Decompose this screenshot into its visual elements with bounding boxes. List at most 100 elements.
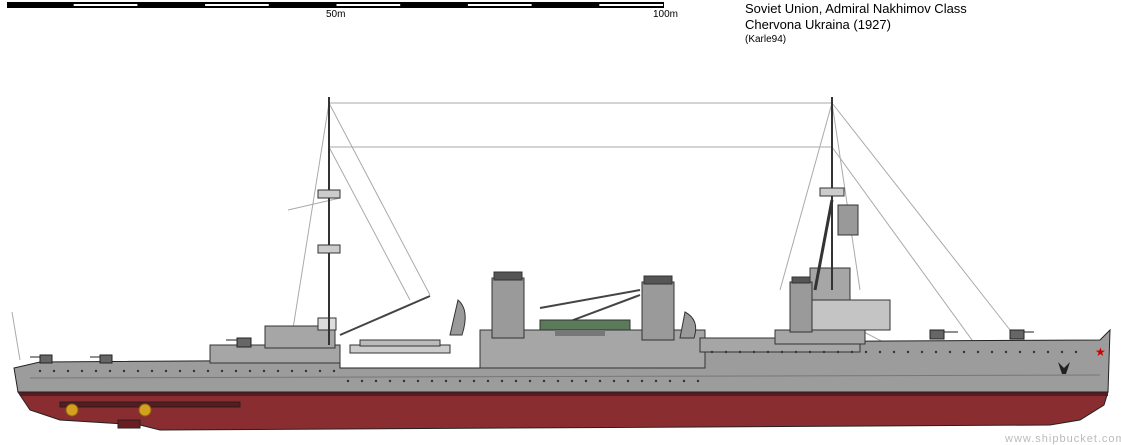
- porthole: [1060, 350, 1064, 354]
- porthole: [430, 379, 434, 383]
- porthole: [122, 369, 126, 373]
- porthole: [766, 350, 770, 354]
- porthole: [1018, 350, 1022, 354]
- porthole: [136, 369, 140, 373]
- porthole: [80, 369, 84, 373]
- propellers: [59, 401, 241, 429]
- porthole: [304, 369, 308, 373]
- porthole: [584, 379, 588, 383]
- watermark: www.shipbucket.com: [1005, 433, 1121, 445]
- porthole: [486, 379, 490, 383]
- porthole: [318, 369, 322, 373]
- porthole: [892, 350, 896, 354]
- porthole: [962, 350, 966, 354]
- author-credit: (Karle94): [745, 34, 787, 45]
- porthole: [388, 379, 392, 383]
- porthole: [696, 379, 700, 383]
- scale-bar-segment: [599, 4, 663, 6]
- porthole: [878, 350, 882, 354]
- porthole: [668, 379, 672, 383]
- porthole: [682, 379, 686, 383]
- scale-label-100m: 100m: [653, 9, 679, 20]
- funnel-1: [491, 277, 525, 339]
- porthole: [710, 350, 714, 354]
- porthole: [234, 369, 238, 373]
- porthole: [822, 350, 826, 354]
- porthole: [192, 369, 196, 373]
- porthole: [542, 379, 546, 383]
- porthole: [332, 369, 336, 373]
- funnels: [449, 271, 813, 341]
- porthole: [458, 379, 462, 383]
- bow-emblem: [1058, 362, 1070, 374]
- porthole: [94, 369, 98, 373]
- porthole: [206, 369, 210, 373]
- porthole: [1046, 350, 1050, 354]
- funnel-2: [641, 281, 675, 341]
- porthole: [360, 379, 364, 383]
- porthole: [164, 369, 168, 373]
- porthole: [934, 350, 938, 354]
- scale-bar-segment: [467, 4, 532, 6]
- porthole: [178, 369, 182, 373]
- porthole: [906, 350, 910, 354]
- scale-bar-segment: [336, 4, 401, 6]
- portholes: [38, 350, 1078, 383]
- porthole: [626, 379, 630, 383]
- seaplane: [539, 319, 631, 336]
- porthole: [836, 350, 840, 354]
- porthole: [500, 379, 504, 383]
- funnel-3: [789, 281, 813, 333]
- porthole: [346, 379, 350, 383]
- porthole: [444, 379, 448, 383]
- porthole: [402, 379, 406, 383]
- porthole: [262, 369, 266, 373]
- porthole: [1032, 350, 1036, 354]
- porthole: [738, 350, 742, 354]
- porthole: [780, 350, 784, 354]
- porthole: [556, 379, 560, 383]
- porthole: [52, 369, 56, 373]
- porthole: [864, 350, 868, 354]
- porthole: [290, 369, 294, 373]
- boot-topping: [18, 392, 1108, 396]
- scale-label-50m: 50m: [326, 9, 346, 20]
- porthole: [472, 379, 476, 383]
- hull-strake: [29, 374, 1101, 379]
- porthole: [66, 369, 70, 373]
- porthole: [752, 350, 756, 354]
- red-star-icon: ★: [1095, 345, 1106, 359]
- porthole: [612, 379, 616, 383]
- porthole: [1074, 350, 1078, 354]
- porthole: [108, 369, 112, 373]
- porthole: [598, 379, 602, 383]
- porthole: [920, 350, 924, 354]
- porthole: [570, 379, 574, 383]
- porthole: [976, 350, 980, 354]
- porthole: [640, 379, 644, 383]
- mast-platforms: [317, 187, 859, 254]
- hull-lower-red: [17, 391, 1109, 431]
- porthole: [850, 350, 854, 354]
- porthole: [724, 350, 728, 354]
- scale-bar: [7, 2, 664, 8]
- porthole: [528, 379, 532, 383]
- porthole: [374, 379, 378, 383]
- porthole: [220, 369, 224, 373]
- porthole: [514, 379, 518, 383]
- porthole: [248, 369, 252, 373]
- porthole: [416, 379, 420, 383]
- porthole: [990, 350, 994, 354]
- porthole: [150, 369, 154, 373]
- porthole: [808, 350, 812, 354]
- guns: [30, 329, 1034, 364]
- scale-bar-segment: [73, 4, 138, 6]
- porthole: [794, 350, 798, 354]
- porthole: [1004, 350, 1008, 354]
- porthole: [654, 379, 658, 383]
- title-line-2: Chervona Ukraina (1927): [745, 17, 891, 32]
- porthole: [276, 369, 280, 373]
- porthole: [38, 369, 42, 373]
- porthole: [948, 350, 952, 354]
